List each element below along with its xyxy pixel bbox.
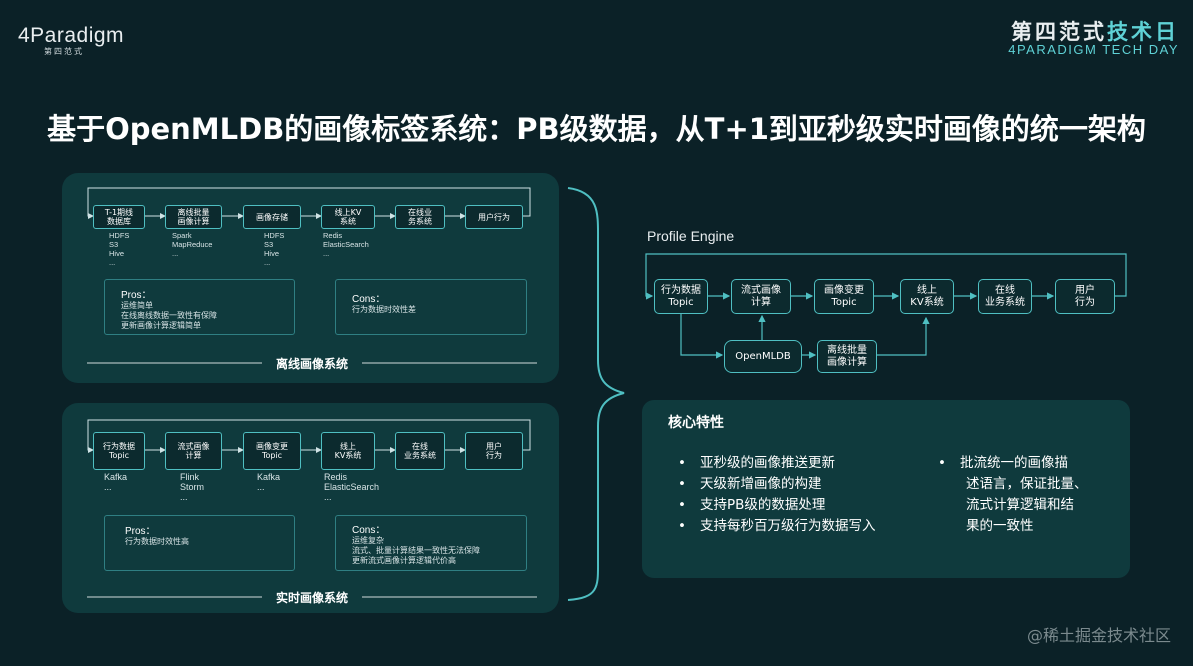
company-logo: 4Paradigm 第四范式 <box>18 24 124 57</box>
offline-pros-title: Pros： <box>121 290 152 301</box>
brand-accent: 技术日 <box>1107 20 1179 44</box>
profile-engine-label: Profile Engine <box>647 228 735 244</box>
pe-box-behavior-topic: 行为数据 Topic <box>654 279 708 314</box>
pe-box-batch-compute: 离线批量 画像计算 <box>817 340 877 373</box>
realtime-box-behavior-topic: 行为数据 Topic <box>93 432 145 470</box>
realtime-box-change-topic: 画像变更 Topic <box>243 432 301 470</box>
offline-cons-box: Cons： 行为数据时效性差 <box>335 279 527 335</box>
feature-item: •天级新增画像的构建 <box>678 476 822 492</box>
pe-box-online-service: 在线 业务系统 <box>978 279 1032 314</box>
pe-box-online-kv: 线上 KV系统 <box>900 279 954 314</box>
pe-box-user-behavior: 用户 行为 <box>1055 279 1115 314</box>
offline-box-user-behavior: 用户行为 <box>465 205 523 229</box>
slide-title: 基于OpenMLDB的画像标签系统：PB级数据，从T+1到亚秒级实时画像的统一架… <box>47 112 1146 146</box>
offline-box-online-service: 在线业 务系统 <box>395 205 445 229</box>
features-right-item: •批流统一的画像描 述语言，保证批量、 流式计算逻辑和结 果的一致性 <box>938 455 1088 534</box>
realtime-system-label: 实时画像系统 <box>275 591 348 605</box>
features-left-list: •亚秒级的画像推送更新 •天级新增画像的构建 •支持PB级的数据处理 •支持每秒… <box>678 453 876 537</box>
logo-subtext: 第四范式 <box>44 47 84 56</box>
offline-system-label: 离线画像系统 <box>275 357 348 371</box>
realtime-pros-box: Pros： 行为数据时效性高 <box>104 515 295 571</box>
feature-item: •支持每秒百万级行为数据写入 <box>678 518 876 534</box>
event-brand-en: 4PARADIGM TECH DAY <box>1008 42 1179 57</box>
features-panel <box>642 400 1130 578</box>
pe-box-change-topic: 画像变更 Topic <box>814 279 874 314</box>
feature-item: •亚秒级的画像推送更新 <box>678 455 835 471</box>
realtime-pros-title: Pros： <box>125 526 156 537</box>
event-brand: 第四范式技术日 <box>1011 16 1179 46</box>
realtime-box-stream-compute: 流式画像 计算 <box>165 432 222 470</box>
pe-box-openmldb: OpenMLDB <box>724 340 802 373</box>
offline-pros-box: Pros： 运维简单 在线离线数据一致性有保障 更新画像计算逻辑简单 <box>104 279 295 335</box>
offline-box-profile-store: 画像存储 <box>243 205 301 229</box>
offline-cons-title: Cons： <box>352 294 386 305</box>
logo-text: 4Paradigm <box>18 24 125 47</box>
realtime-box-online-kv: 线上 KV系统 <box>321 432 375 470</box>
offline-box-online-kv: 线上KV 系统 <box>321 205 375 229</box>
realtime-cons-title: Cons： <box>352 525 386 536</box>
feature-item: •支持PB级的数据处理 <box>678 497 826 513</box>
realtime-box-user-behavior: 用户 行为 <box>465 432 523 470</box>
brand-main: 第四范式 <box>1011 20 1107 44</box>
realtime-tech-3: Kafka... <box>257 472 281 492</box>
pe-box-stream-compute: 流式画像 计算 <box>731 279 791 314</box>
features-title: 核心特性 <box>668 415 724 431</box>
offline-box-batch-compute: 离线批量 画像计算 <box>165 205 222 229</box>
realtime-box-online-service: 在线 业务系统 <box>395 432 445 470</box>
watermark: @稀土掘金技术社区 <box>1026 626 1171 645</box>
offline-box-t1-database: T-1期线 数据库 <box>93 205 145 229</box>
realtime-cons-box: Cons： 运维复杂 流式、批量计算结果一致性无法保障 更新流式画像计算逻辑代价… <box>335 515 527 571</box>
realtime-tech-1: Kafka... <box>104 472 128 492</box>
